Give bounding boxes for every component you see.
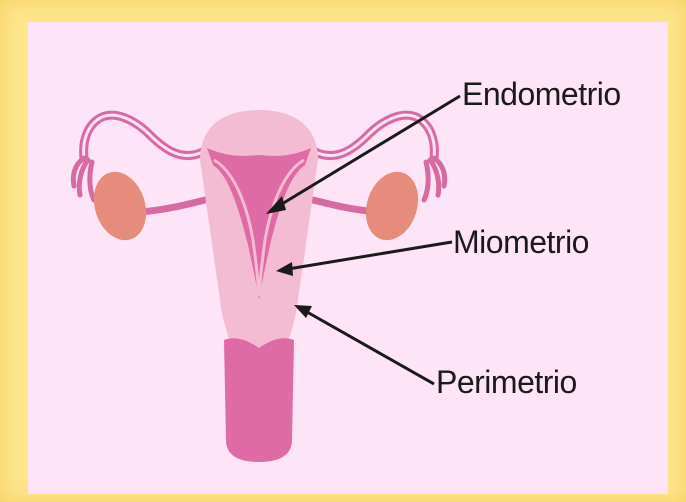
- ovary-right: [357, 165, 426, 247]
- ovary-left: [85, 165, 154, 247]
- label-endometrium: Endometrio: [462, 78, 621, 110]
- pointer-perimetrium: [294, 305, 434, 384]
- ovarian-ligament-left: [140, 200, 205, 212]
- vagina: [224, 338, 294, 462]
- label-perimetrium: Perimetrio: [436, 366, 577, 398]
- label-myometrium: Miometrio: [453, 226, 589, 258]
- fallopian-tube-left: [73, 115, 210, 200]
